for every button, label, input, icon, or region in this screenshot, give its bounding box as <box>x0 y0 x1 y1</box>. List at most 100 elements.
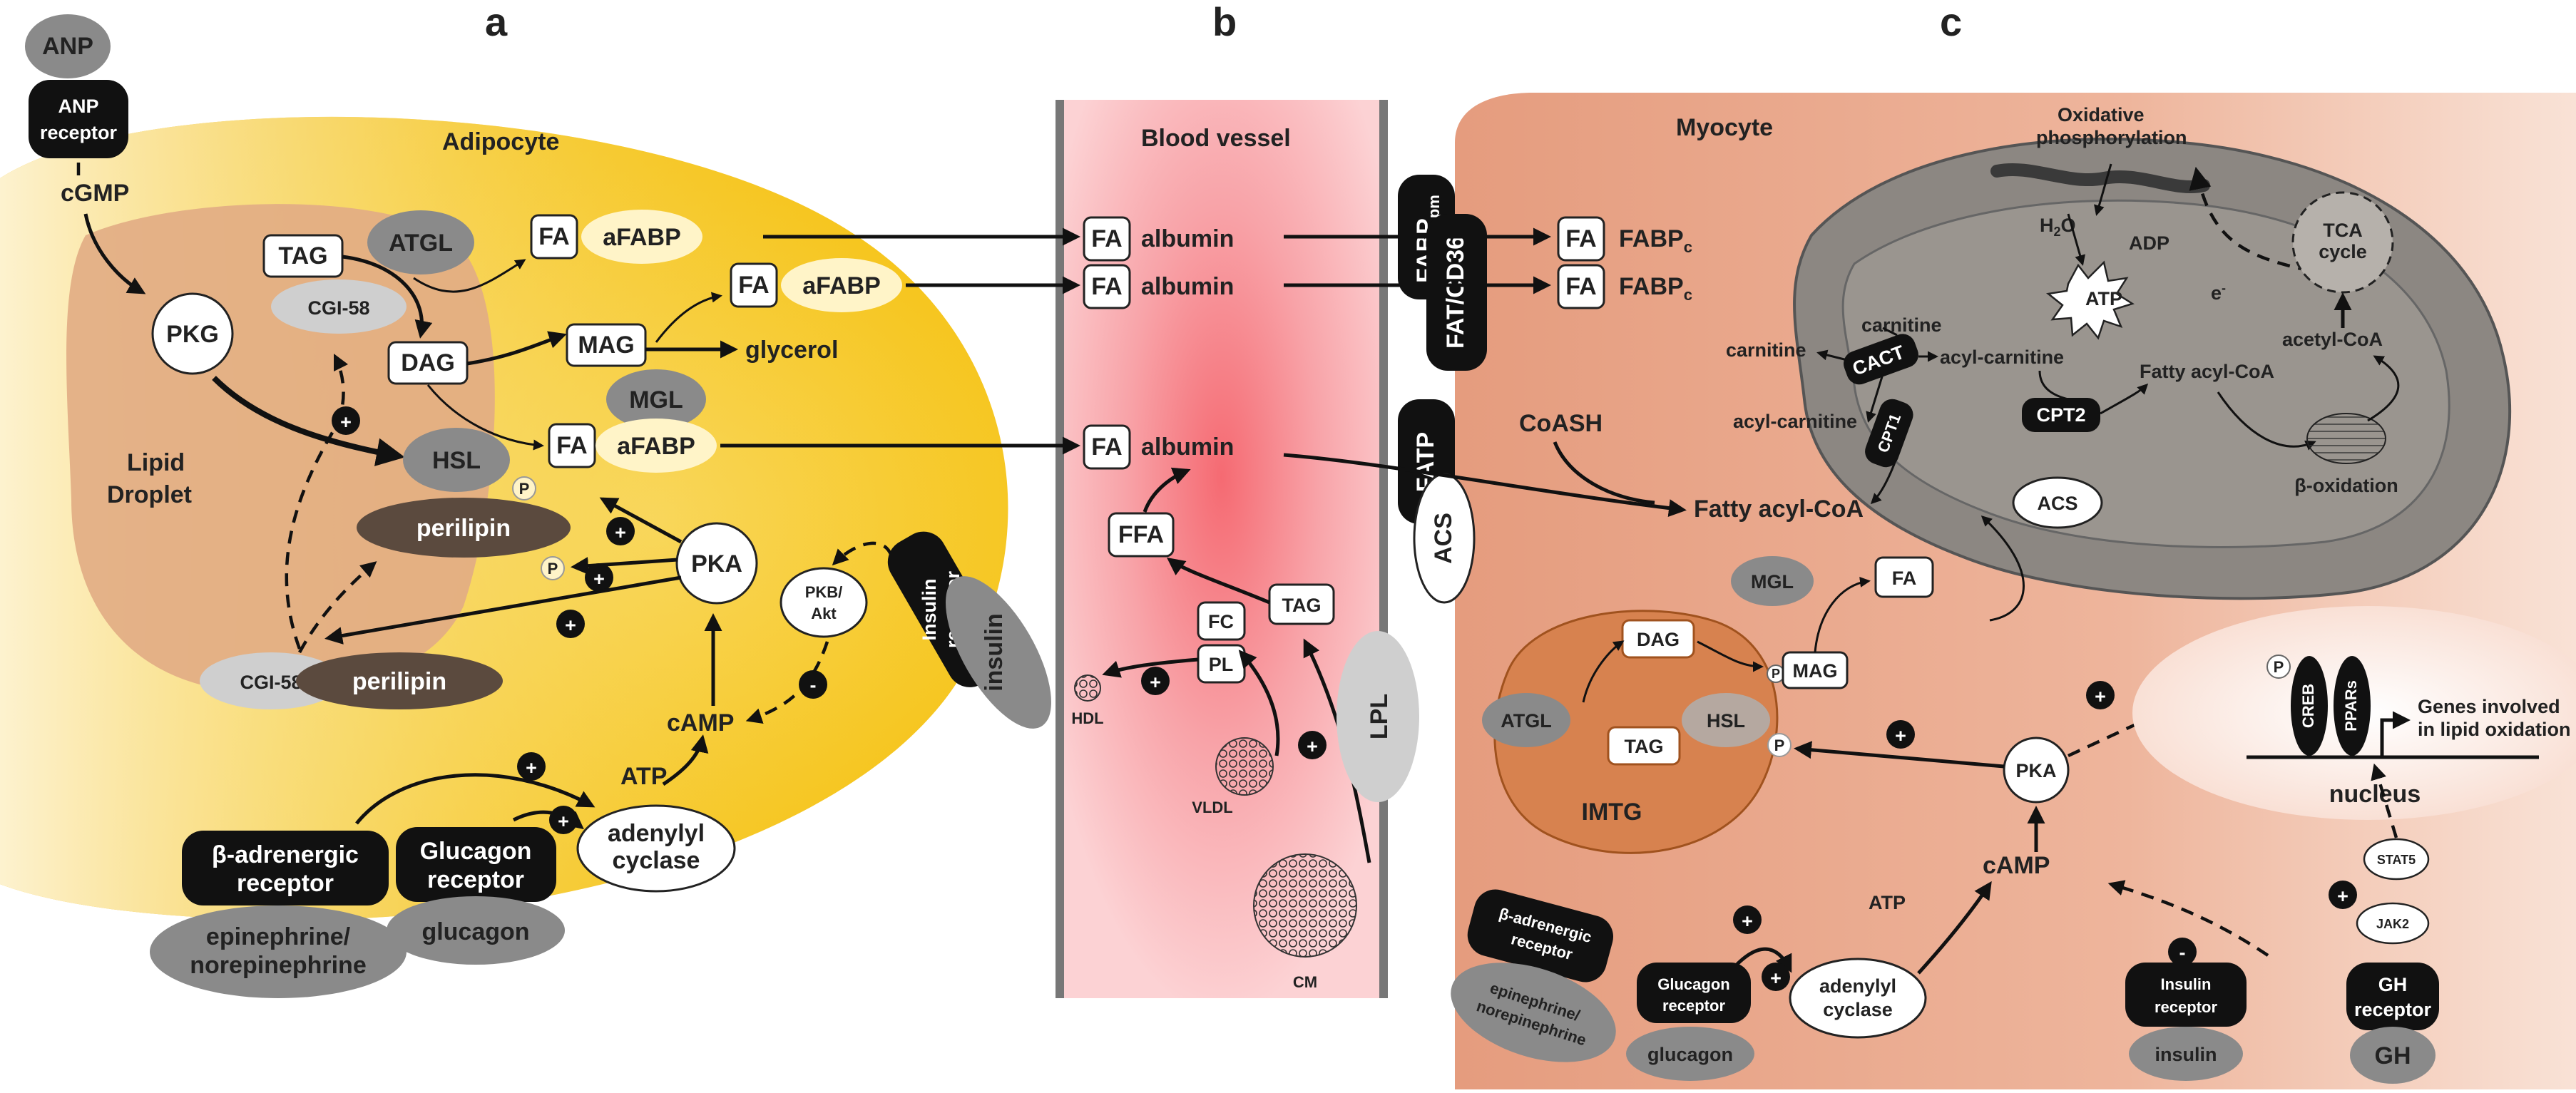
fa-box-3 <box>548 423 596 468</box>
myo-fa-label-2: FA <box>1565 273 1596 300</box>
fc-label: FC <box>1208 611 1234 632</box>
plus-hdl <box>1141 667 1170 695</box>
fa-label-2: FA <box>738 272 769 299</box>
glucagon-ligand-a <box>387 896 565 965</box>
mag-label: MAG <box>578 332 634 359</box>
vessel-fa-label-1: FA <box>1091 225 1122 252</box>
fa-box-2 <box>730 262 778 308</box>
plus-pka-cgi58 <box>556 610 585 638</box>
vldl-label: VLDL <box>1192 799 1232 816</box>
pka-to-hsl-arrow <box>599 497 683 544</box>
adp-label: ADP <box>2129 232 2169 254</box>
imtg-dag-box <box>1621 619 1695 659</box>
glucagon-ligand-c-label: glucagon <box>1647 1044 1733 1065</box>
pl-label: PL <box>1209 654 1234 675</box>
plus-pka-hsl <box>606 517 635 545</box>
insulin-to-pkb-dash <box>832 541 894 566</box>
hsl-enzyme <box>403 428 510 492</box>
insulin-receptor-a-line-1: Insulin <box>919 579 940 641</box>
pka-to-hsl-myo <box>1794 741 2005 769</box>
jak2-label: JAK2 <box>2376 917 2409 931</box>
afabp-3 <box>596 419 717 473</box>
fabpc-label-1: FABPc <box>1619 225 1692 256</box>
creb-label: CREB <box>2299 684 2317 728</box>
imtg-tag-label: TAG <box>1625 736 1664 757</box>
stat5-to-nucleus-dash <box>2371 763 2398 838</box>
vldl-particle <box>1215 737 1274 796</box>
dag-fa-arrow <box>426 384 544 451</box>
pkg-to-hsl-arrow <box>212 376 405 466</box>
myo-plus-hsl <box>1886 720 1915 749</box>
plus-lpl-label: + <box>1307 736 1318 757</box>
hdl-label: HDL <box>1071 709 1103 727</box>
creb-p <box>2266 655 2291 679</box>
insulin-ligand-a-label: insulin <box>981 613 1008 692</box>
myo-plus-beta-label: + <box>1742 910 1753 932</box>
beta-oxidation-spiral <box>2306 413 2386 464</box>
myo-mgl-label: MGL <box>1751 571 1794 592</box>
plus-pka-hsl-label: + <box>615 522 626 543</box>
atp-to-camp-arrow <box>662 734 709 786</box>
glucagon-receptor-a-line-2: receptor <box>427 866 524 893</box>
atp-burst <box>2045 260 2135 340</box>
vessel-wall-right <box>1379 100 1388 998</box>
cpt2-to-facoa <box>2100 383 2149 415</box>
ppars-label: PPARs <box>2342 680 2360 732</box>
cgi58-label: CGI-58 <box>307 297 369 319</box>
tag-to-dag-arrow <box>342 255 433 339</box>
atp-mito-label: ATP <box>2085 288 2122 309</box>
e-label: e- <box>2211 281 2226 304</box>
plus-glucagon-label: + <box>558 811 569 832</box>
phospho-perilipin <box>541 556 565 580</box>
pkb-akt-node <box>780 567 868 638</box>
myo-plus-creb-label: + <box>2095 686 2106 707</box>
myo-fa-label-3: FA <box>1892 568 1917 589</box>
insulin-receptor-c-line-2: receptor <box>2155 998 2217 1016</box>
gh-receptor-line-1: GH <box>2378 974 2408 995</box>
adenylyl-cyclase-a-line-2: cyclase <box>613 847 700 874</box>
myo-fa-box-1 <box>1557 216 1605 262</box>
adenylyl-cyclase-c-line-2: cyclase <box>1823 999 1893 1020</box>
albumin-label-3: albumin <box>1141 433 1234 461</box>
ffa-to-albumin-arrow <box>1143 467 1191 513</box>
afabp-label-1: aFABP <box>603 224 681 251</box>
beta-to-ac-arrow <box>355 773 596 825</box>
imtg-hsl <box>1682 693 1770 747</box>
mag-fa-arrow <box>655 292 722 343</box>
epinephrine-a-line-2: norepinephrine <box>190 952 366 979</box>
myo-pka-label: PKA <box>2015 760 2056 781</box>
acyl-carnitine-label-2: acyl-carnitine <box>1733 411 1857 432</box>
lipid-droplet-label-1: Lipid <box>127 449 185 476</box>
anp-label: ANP <box>42 33 93 60</box>
myo-plus-stat5-label: + <box>2337 886 2348 907</box>
dag-to-mag-arrow <box>466 331 567 366</box>
myo-fa-box-3 <box>1874 556 1934 598</box>
pka-node <box>675 522 758 605</box>
pka-label: PKA <box>691 550 742 578</box>
gh-receptor <box>2346 963 2439 1030</box>
plus-glucagon <box>549 806 578 834</box>
tag-to-ffa-arrow <box>1166 558 1270 605</box>
beta-receptor-a-line-2: receptor <box>237 870 334 897</box>
phospho-hsl-label: P <box>519 480 530 498</box>
fc-box <box>1197 601 1246 641</box>
hdl-particle <box>1074 674 1101 702</box>
insulin-ligand-c <box>2129 1027 2243 1081</box>
anp-receptor-line-1: ANP <box>58 96 98 117</box>
insulin-ligand-a <box>946 576 1051 729</box>
acs-left-label: ACS <box>1430 513 1457 564</box>
imtg-dag-label: DAG <box>1637 629 1680 650</box>
myocyte-title: Myocyte <box>1676 114 1773 141</box>
myo-fa-box-2 <box>1557 264 1605 309</box>
fa-label-3: FA <box>556 432 587 459</box>
anp-receptor <box>29 80 128 158</box>
vessel-tag-box <box>1268 583 1335 625</box>
adipocyte-title: Adipocyte <box>442 128 559 155</box>
panel-b-blood-vessel: b Blood vessel FA albumin FA albumin FA … <box>720 0 1419 998</box>
myo-plus-glucagon <box>1762 963 1790 991</box>
myo-minus-insulin-label: - <box>2179 942 2186 963</box>
vessel-tag-label: TAG <box>1282 595 1322 616</box>
tag-box <box>262 234 344 278</box>
atgl-fa-arrow <box>413 259 526 293</box>
albumin-label-1: albumin <box>1141 225 1234 252</box>
